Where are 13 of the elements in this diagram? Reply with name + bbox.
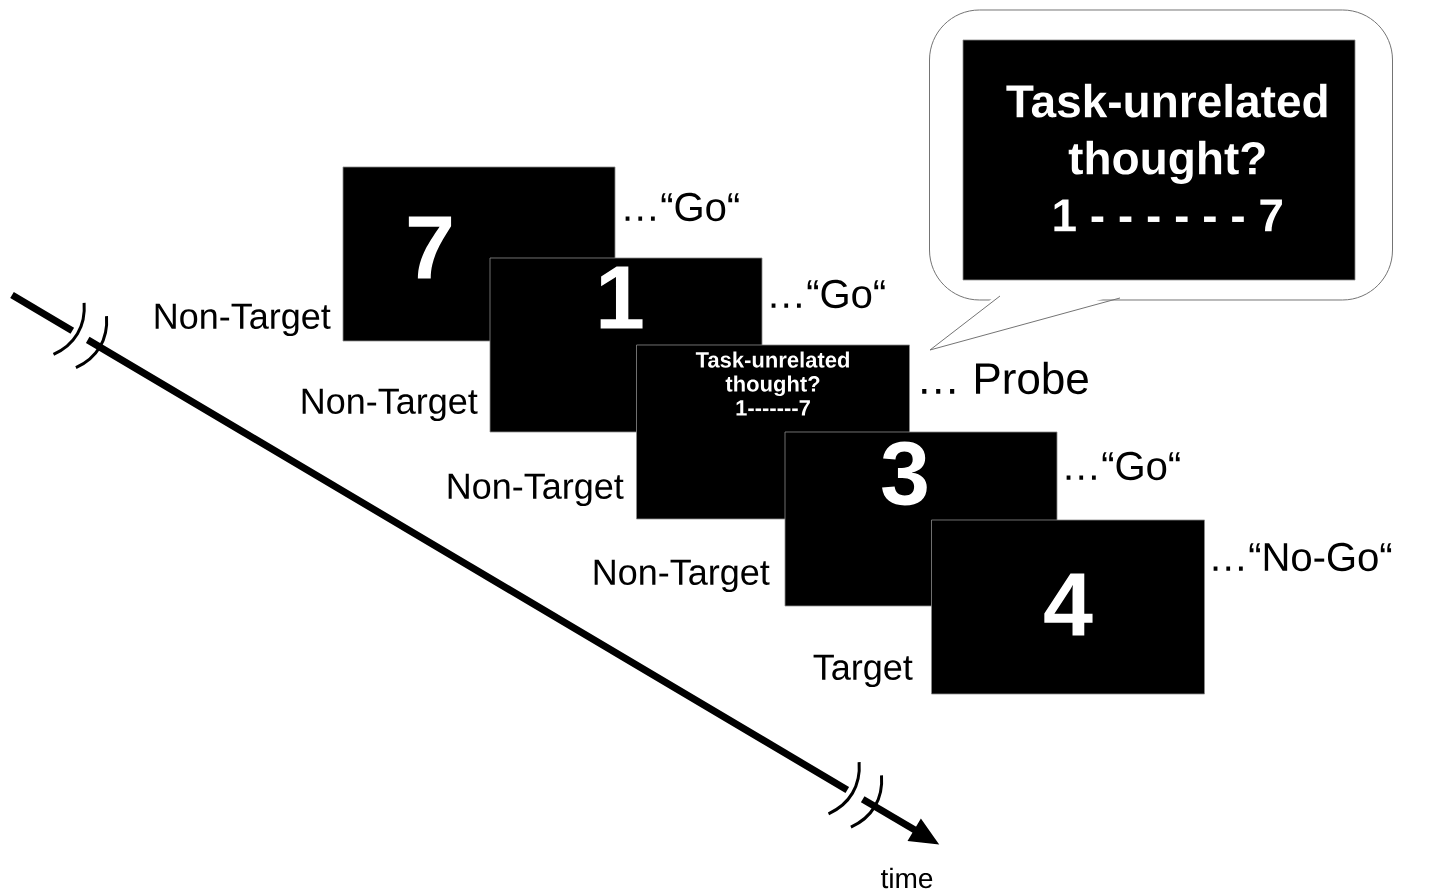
response-label: … Probe (922, 361, 1088, 395)
trial-label: Non-Target (155, 303, 331, 337)
stimulus-screen: 4 (931, 519, 1205, 695)
response-label: …“Go“ (625, 192, 739, 222)
trial-label: Non-Target (448, 473, 624, 507)
response-label: …“Go“ (771, 279, 885, 309)
response-label: …“Go“ (1066, 451, 1180, 481)
probe-screen: Task-unrelated thought? 1 - - - - - - 7 (962, 39, 1356, 281)
axis-label: time (881, 867, 933, 889)
trial-label: Non-Target (302, 388, 478, 422)
response-label: …“No-Go“ (1213, 542, 1392, 572)
trial-label: Non-Target (594, 559, 770, 593)
trial-label: Target (813, 654, 913, 688)
